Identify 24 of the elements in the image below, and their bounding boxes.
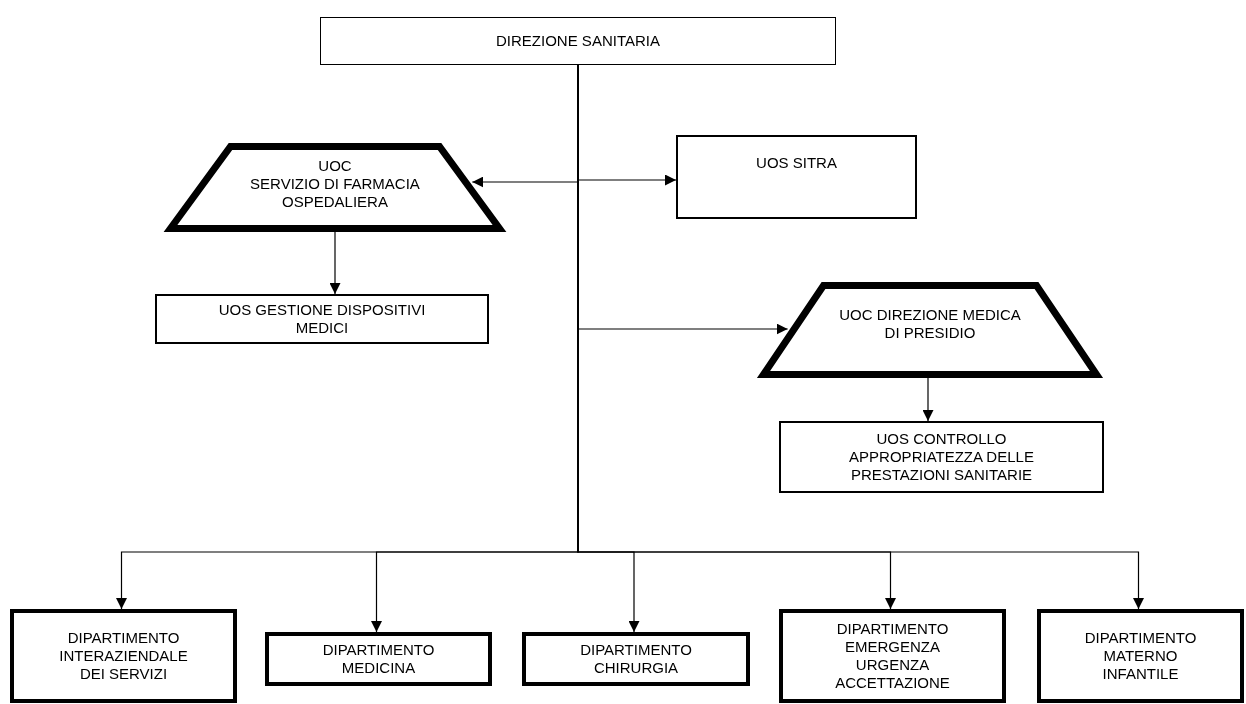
unit-name: DIPARTIMENTO MEDICINA (321, 641, 436, 677)
unit-box (676, 135, 917, 219)
unit-name: DIPARTIMENTO CHIRURGIA (579, 641, 693, 677)
unit-box (10, 609, 237, 703)
unit-name: DIPARTIMENTO MATERNO INFANTILE (1083, 629, 1198, 683)
trapezoid-box (760, 282, 1100, 378)
connector-arrow (922, 377, 934, 422)
unit-name: DIREZIONE SANITARIA (496, 32, 660, 50)
unit-name: UOS SITRA (756, 154, 837, 172)
unit-box (779, 421, 1104, 493)
unit-name: UOC (318, 156, 352, 175)
unit-name: UOS CONTROLLO APPROPRIATEZZA DELLE PRESTAZIONI SANITARIE (848, 430, 1035, 484)
unit-name: DIPARTIMENTO EMERGENZA URGENZA ACCETTAZIONE (834, 620, 951, 692)
connector-arrow (329, 231, 341, 295)
unit-box (1037, 609, 1244, 703)
unit-name: DIPARTIMENTO INTERAZIENDALE DEI SERVIZI (58, 629, 189, 683)
unit-box (265, 632, 492, 686)
unit-name: SERVIZIO DI FARMACIA OSPEDALIERA (249, 174, 421, 211)
unit-name: UOC DIREZIONE MEDICA DI PRESIDIO (838, 306, 1022, 342)
unit-box (320, 17, 836, 65)
unit-box (522, 632, 750, 686)
unit-box (155, 294, 489, 344)
unit-name: UOS GESTIONE DISPOSITIVI MEDICI (217, 301, 427, 337)
unit-box (779, 609, 1006, 703)
